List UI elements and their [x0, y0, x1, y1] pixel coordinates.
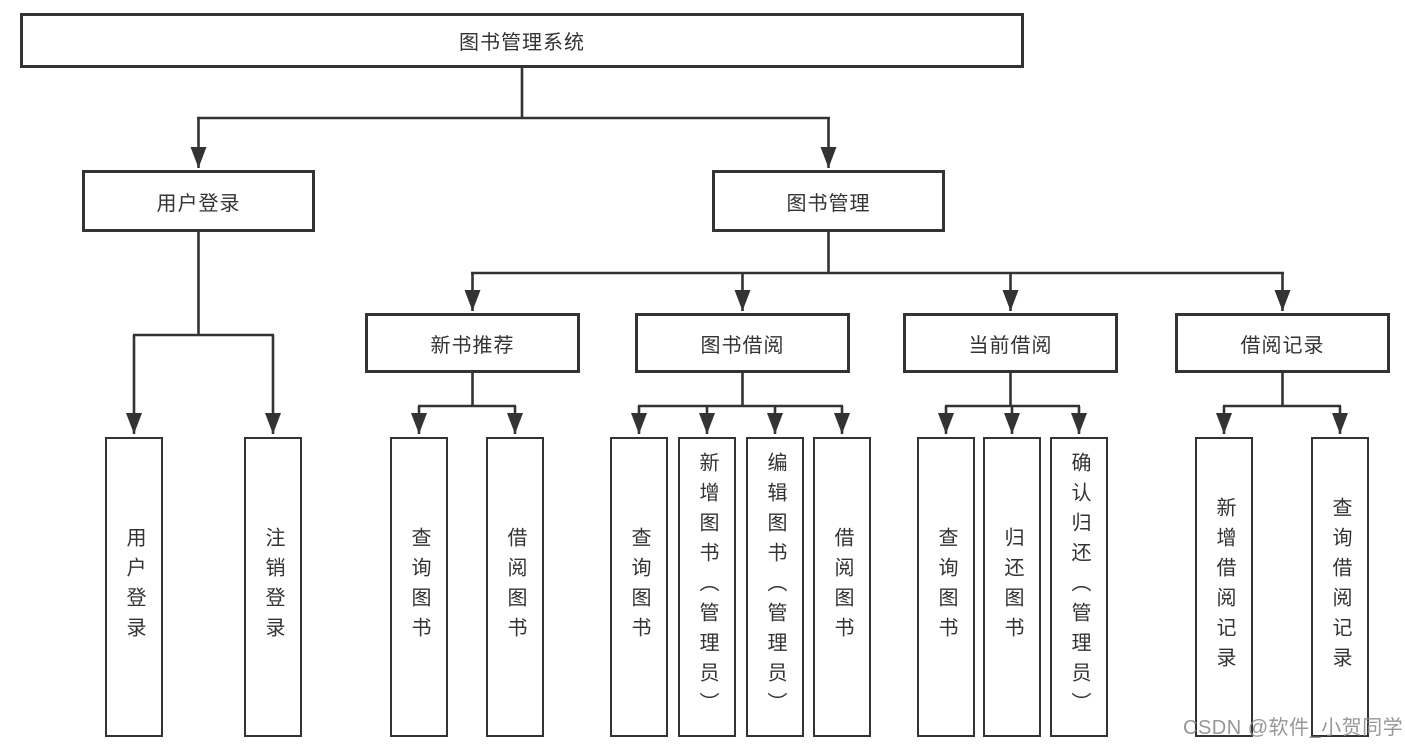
node-user-login: 用户登录 — [82, 170, 315, 232]
node-new-book-recommend: 新书推荐 — [365, 313, 580, 373]
node-root-system: 图书管理系统 — [20, 13, 1024, 68]
leaf-query-borrow-record: 查询借阅记录 — [1311, 437, 1369, 737]
node-current-borrow: 当前借阅 — [903, 313, 1118, 373]
leaf-edit-book-admin: 编辑图书（管理员） — [746, 437, 804, 737]
leaf-query-book-current: 查询图书 — [917, 437, 975, 737]
leaf-add-borrow-record: 新增借阅记录 — [1195, 437, 1253, 737]
csdn-watermark: CSDN @软件_小贺同学 — [1183, 717, 1404, 739]
node-book-borrow: 图书借阅 — [635, 313, 850, 373]
leaf-borrow-book: 借阅图书 — [813, 437, 871, 737]
leaf-query-book-borrow: 查询图书 — [610, 437, 668, 737]
leaf-return-book: 归还图书 — [983, 437, 1041, 737]
leaf-user-login: 用户登录 — [105, 437, 163, 737]
node-borrow-records: 借阅记录 — [1175, 313, 1390, 373]
leaf-logout: 注销登录 — [244, 437, 302, 737]
leaf-add-book-admin: 新增图书（管理员） — [678, 437, 736, 737]
leaf-query-book-recommend: 查询图书 — [390, 437, 448, 737]
node-book-management: 图书管理 — [712, 170, 945, 232]
leaf-borrow-book-recommend: 借阅图书 — [486, 437, 544, 737]
leaf-confirm-return-admin: 确认归还（管理员） — [1050, 437, 1108, 737]
